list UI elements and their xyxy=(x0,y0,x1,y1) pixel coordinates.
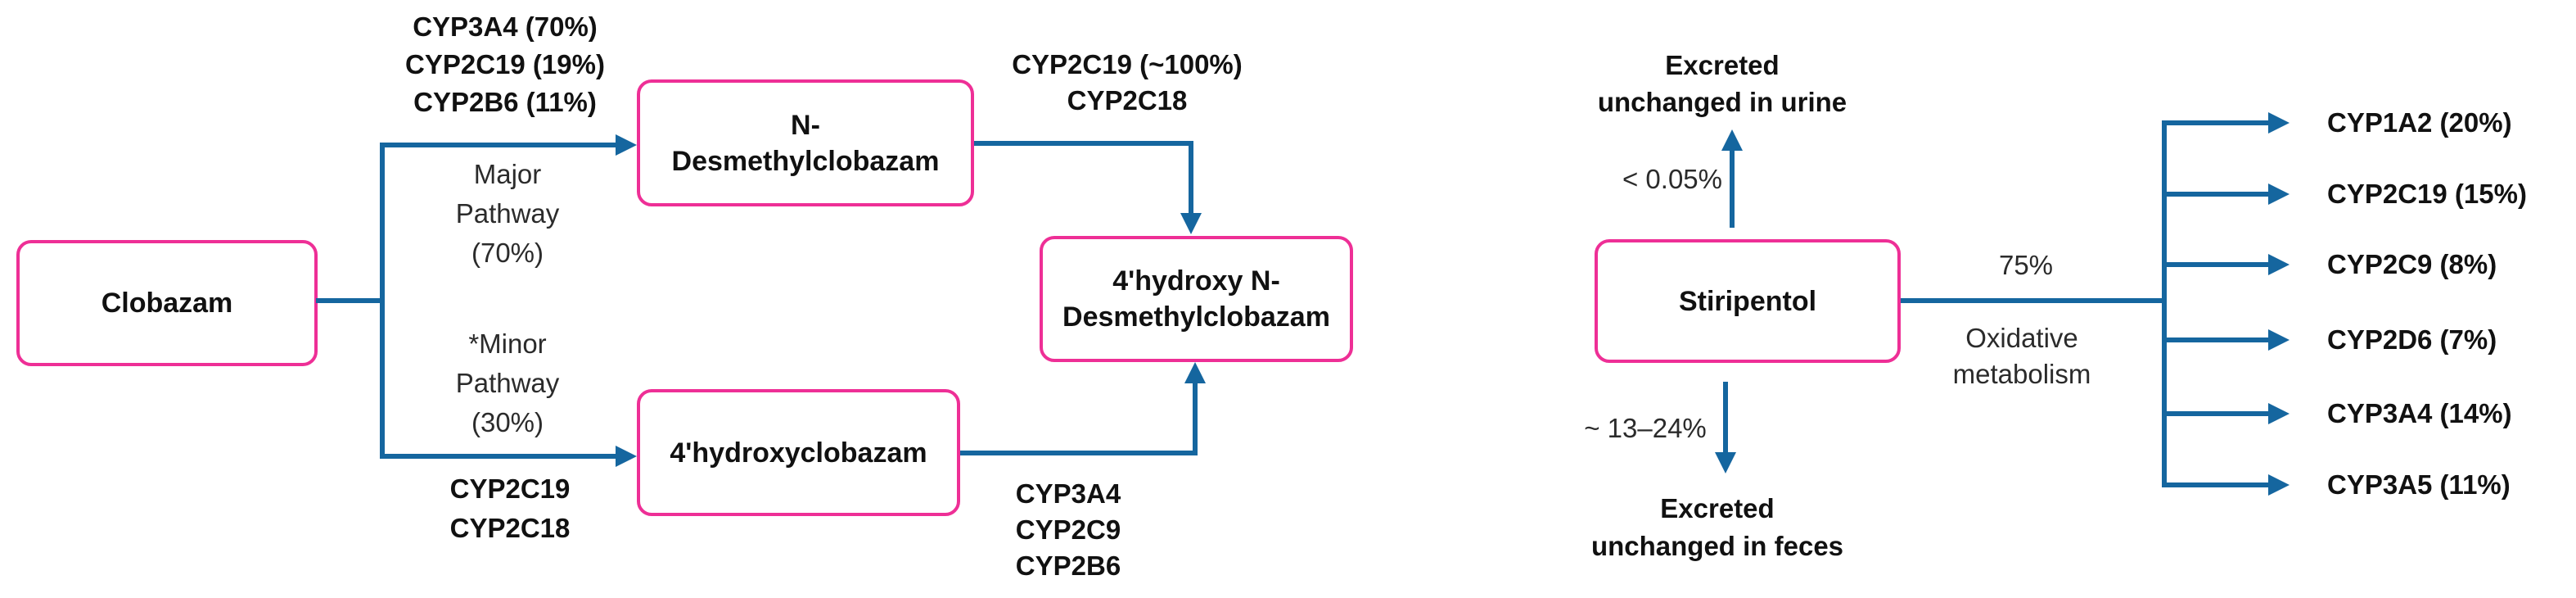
label-enzyme-cyp2c19: CYP2C19 (15%) xyxy=(2327,179,2527,209)
feces-arrow-line xyxy=(1723,382,1728,454)
urine-arrow-line xyxy=(1730,149,1735,228)
label-oxidative-metabolism: Oxidative metabolism xyxy=(1952,323,2091,389)
n-to-4hn-line xyxy=(1189,141,1193,215)
arrowhead-right-icon xyxy=(2268,403,2290,424)
enzyme-spine-line xyxy=(2162,121,2167,487)
arrowhead-down-icon xyxy=(1180,213,1202,234)
label-enzyme-cyp2c9: CYP2C9 (8%) xyxy=(2327,249,2497,279)
arrowhead-right-icon xyxy=(2268,183,2290,205)
4h-to-4hn-line xyxy=(1193,382,1198,455)
label-excreted-urine: Excreted unchanged in urine xyxy=(1597,50,1847,117)
enzyme-branch-line xyxy=(2162,338,2270,342)
node-stiripentol: Stiripentol xyxy=(1595,239,1901,363)
label-enzyme-cyp1a2: CYP1A2 (20%) xyxy=(2327,107,2512,138)
label-minor-pathway: *Minor Pathway (30%) xyxy=(455,328,560,437)
arrowhead-right-icon xyxy=(2268,112,2290,134)
arrowhead-right-icon xyxy=(2268,329,2290,351)
4h-to-4hn-line xyxy=(960,451,1198,455)
label-major-pathway: Major Pathway (70%) xyxy=(455,159,560,268)
label-enzymes-4h-to-4hn: CYP3A4 CYP2C9 CYP2B6 xyxy=(1015,478,1121,581)
enzyme-branch-line xyxy=(2162,482,2270,487)
arrowhead-right-icon xyxy=(2268,254,2290,275)
label-enzymes-minor-branch: CYP2C19 CYP2C18 xyxy=(449,473,571,543)
arrowhead-up-icon xyxy=(1721,129,1743,151)
label-enzyme-cyp3a4: CYP3A4 (14%) xyxy=(2327,398,2512,428)
enzyme-branch-line xyxy=(2162,120,2270,125)
label-enzymes-major-branch: CYP3A4 (70%) CYP2C19 (19%) CYP2B6 (11%) xyxy=(405,11,605,117)
node-4hydroxyclobazam: 4'hydroxyclobazam xyxy=(637,389,960,516)
node-clobazam: Clobazam xyxy=(16,240,318,366)
clobazam-fork-line xyxy=(316,298,385,303)
enzyme-branch-line xyxy=(2162,192,2270,197)
fork-vertical-line xyxy=(380,143,385,459)
minor-pathway-line xyxy=(380,454,616,459)
enzyme-branch-line xyxy=(2162,262,2270,267)
label-enzymes-n-to-4hn: CYP2C19 (~100%) CYP2C18 xyxy=(1012,49,1243,116)
label-enzyme-cyp2d6: CYP2D6 (7%) xyxy=(2327,324,2497,355)
arrowhead-right-icon xyxy=(2268,474,2290,496)
major-pathway-line xyxy=(380,143,616,147)
node-n-desmethylclobazam: N- Desmethylclobazam xyxy=(637,79,974,206)
n-to-4hn-line xyxy=(974,141,1193,146)
label-urine-pct: < 0.05% xyxy=(1622,164,1722,194)
arrowhead-right-icon xyxy=(616,446,637,467)
oxidative-feed-line xyxy=(1901,298,2167,303)
arrowhead-down-icon xyxy=(1715,452,1736,473)
node-4hydroxy-n-desmethylclobazam: 4'hydroxy N- Desmethylclobazam xyxy=(1040,236,1353,362)
arrowhead-up-icon xyxy=(1184,362,1206,383)
label-feces-pct: ~ 13–24% xyxy=(1584,413,1707,443)
arrowhead-right-icon xyxy=(616,134,637,156)
enzyme-branch-line xyxy=(2162,411,2270,416)
label-enzyme-cyp3a5: CYP3A5 (11%) xyxy=(2327,469,2511,500)
label-excreted-feces: Excreted unchanged in feces xyxy=(1590,493,1844,561)
label-oxidative-pct: 75% xyxy=(1998,250,2054,280)
